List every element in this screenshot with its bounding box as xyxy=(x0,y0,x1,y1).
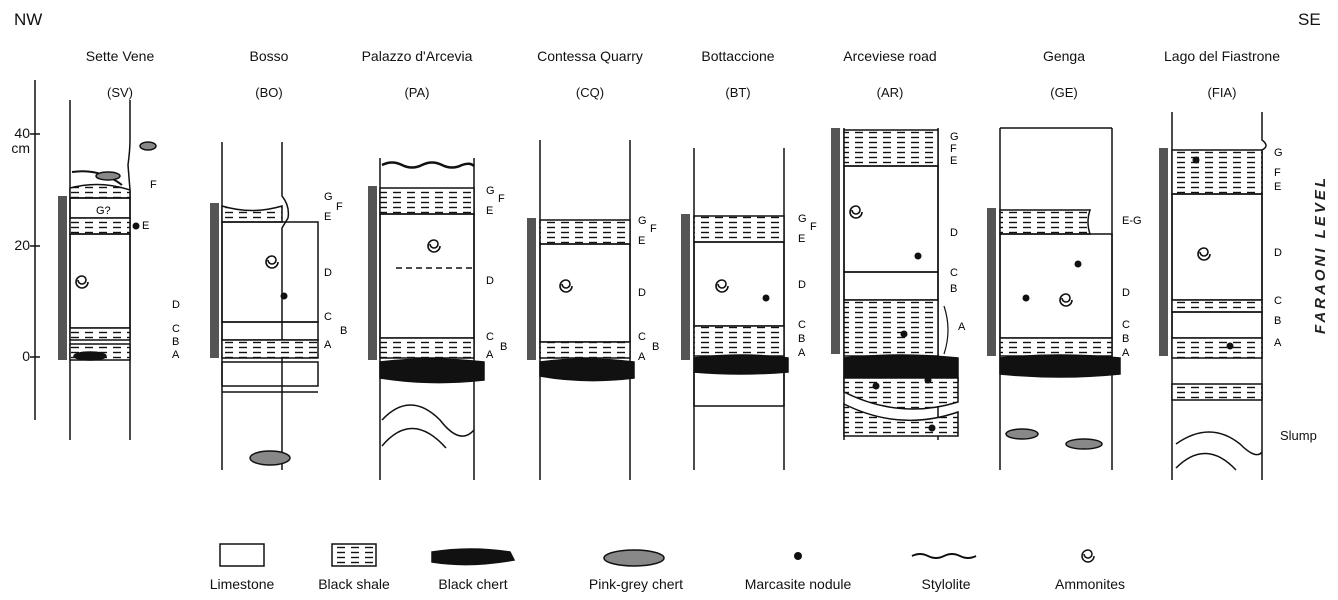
column-bt xyxy=(681,148,788,470)
label-sv-b: B xyxy=(172,336,179,348)
label-fia-g: G xyxy=(1274,147,1283,159)
label-ar-d: D xyxy=(950,227,958,239)
faraoni-bar-ar xyxy=(831,128,840,354)
faraoni-bar-pa xyxy=(368,186,377,360)
label-pa-f: F xyxy=(498,193,505,205)
label-ar-f: F xyxy=(950,143,957,155)
label-pa-a: A xyxy=(486,349,494,361)
label-bo-e: E xyxy=(324,211,331,223)
legend-stylolite-label: Stylolite xyxy=(866,576,1026,592)
label-ge-eg: E-G xyxy=(1122,215,1142,227)
label-sv-e: E xyxy=(142,220,149,232)
label-cq-a: A xyxy=(638,351,646,363)
label-ge-a: A xyxy=(1122,347,1130,359)
ammonite-icon xyxy=(1198,248,1210,260)
label-cq-f: F xyxy=(650,223,657,235)
label-bo-g: G xyxy=(324,191,333,203)
faraoni-bar-fia xyxy=(1159,148,1168,356)
pink-grey-chert-ge-1 xyxy=(1006,429,1038,439)
label-bo-b: B xyxy=(340,325,347,337)
label-fia-d: D xyxy=(1274,247,1282,259)
pink-grey-chert-sv xyxy=(140,142,156,150)
column-ge xyxy=(987,128,1120,470)
label-pa-c: C xyxy=(486,331,494,343)
label-bo-f: F xyxy=(336,201,343,213)
label-bt-f: F xyxy=(810,221,817,233)
faraoni-bar-sv xyxy=(58,196,67,360)
ammonite-icon xyxy=(1082,550,1094,562)
label-cq-d: D xyxy=(638,287,646,299)
label-sv-f: F xyxy=(150,179,157,191)
label-bt-e: E xyxy=(798,233,805,245)
faraoni-bar-bt xyxy=(681,214,690,360)
label-bo-d: D xyxy=(324,267,332,279)
label-pa-d: D xyxy=(486,275,494,287)
label-ge-c: C xyxy=(1122,319,1130,331)
label-fia-f: F xyxy=(1274,167,1281,179)
label-ar-e: E xyxy=(950,155,957,167)
column-pa xyxy=(368,158,484,480)
label-ge-d: D xyxy=(1122,287,1130,299)
ammonite-icon xyxy=(428,240,440,252)
ammonite-icon xyxy=(716,280,728,292)
ammonite-icon xyxy=(850,206,862,218)
black-shale-swatch xyxy=(332,544,376,566)
stylolite-icon xyxy=(912,554,976,558)
label-ge-b: B xyxy=(1122,333,1129,345)
marcasite-nodule-icon xyxy=(794,552,802,560)
label-bt-a: A xyxy=(798,347,806,359)
ammonite-icon xyxy=(76,276,88,288)
pink-grey-chert-ge-2 xyxy=(1066,439,1102,449)
column-bo xyxy=(210,142,318,470)
label-bo-a: A xyxy=(324,339,332,351)
black-chert-swatch xyxy=(432,549,514,565)
label-cq-b: B xyxy=(652,341,659,353)
label-ar-b: B xyxy=(950,283,957,295)
pink-grey-chert-bo xyxy=(250,451,290,465)
label-pa-g: G xyxy=(486,185,495,197)
label-bt-d: D xyxy=(798,279,806,291)
label-ar-g: G xyxy=(950,131,959,143)
column-sv xyxy=(58,100,156,440)
ammonite-icon xyxy=(1060,294,1072,306)
limestone-swatch xyxy=(220,544,264,566)
ammonite-icon xyxy=(560,280,572,292)
label-pa-e: E xyxy=(486,205,493,217)
legend-black-chert-label: Black chert xyxy=(393,576,553,592)
label-sv-g-query: G? xyxy=(96,205,111,217)
label-cq-g: G xyxy=(638,215,647,227)
pink-grey-chert-swatch xyxy=(604,550,664,566)
label-fia-b: B xyxy=(1274,315,1281,327)
scale-axis xyxy=(30,80,40,420)
label-sv-a: A xyxy=(172,349,180,361)
label-ar-a: A xyxy=(958,321,966,333)
label-fia-e: E xyxy=(1274,181,1281,193)
label-sv-d: D xyxy=(172,299,180,311)
label-bt-g: G xyxy=(798,213,807,225)
label-sv-c: C xyxy=(172,323,180,335)
legend-pink-grey-chert-label: Pink-grey chert xyxy=(556,576,716,592)
ammonite-icon xyxy=(266,256,278,268)
label-bt-b: B xyxy=(798,333,805,345)
label-ar-c: C xyxy=(950,267,958,279)
faraoni-bar-cq xyxy=(527,218,536,360)
faraoni-bar-bo xyxy=(210,203,219,358)
label-pa-b: B xyxy=(500,341,507,353)
column-ar xyxy=(831,128,958,440)
label-bt-c: C xyxy=(798,319,806,331)
label-bo-c: C xyxy=(324,311,332,323)
label-cq-c: C xyxy=(638,331,646,343)
legend-marcasite-nodule-label: Marcasite nodule xyxy=(718,576,878,592)
column-fia xyxy=(1159,112,1266,480)
label-cq-e: E xyxy=(638,235,645,247)
column-cq xyxy=(527,140,634,480)
label-fia-c: C xyxy=(1274,295,1282,307)
label-fia-a: A xyxy=(1274,337,1282,349)
stylolite-pa xyxy=(382,163,474,168)
faraoni-bar-ge xyxy=(987,208,996,356)
legend-ammonites-label: Ammonites xyxy=(1010,576,1170,592)
